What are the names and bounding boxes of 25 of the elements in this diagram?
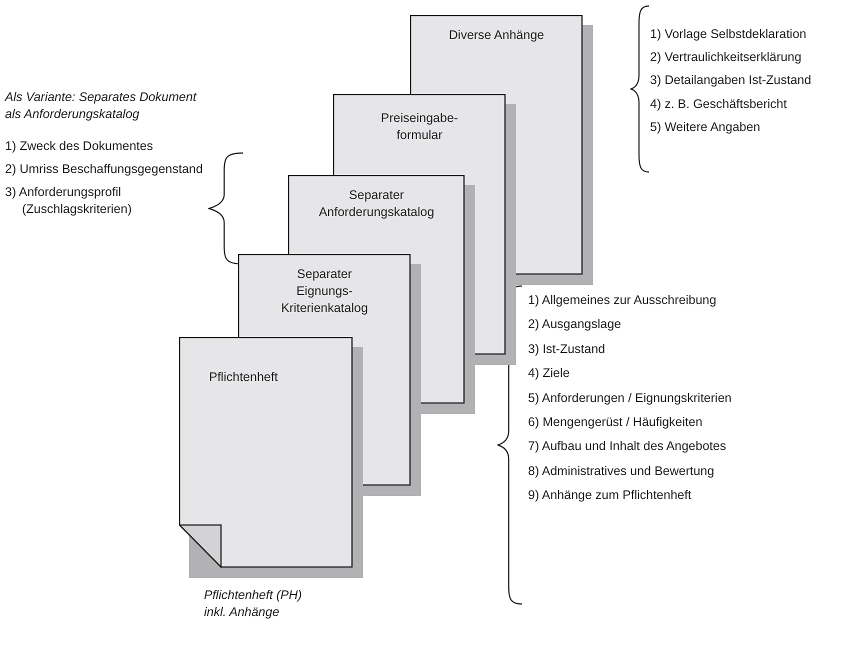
list-item: 8) Administratives und Bewertung [528, 462, 714, 480]
page-title: Separater Anforderungskatalog [318, 187, 436, 221]
list-item: 9) Anhänge zum Pflichtenheft [528, 487, 692, 504]
list-item: 2) Ausgangslage [528, 316, 622, 334]
page-title: Pflichtenheft [209, 369, 279, 386]
list-item: 4) Ziele [528, 365, 570, 382]
list-item: 4) z. B. Geschäftsbericht [650, 96, 787, 113]
caption: Pflichtenheft (PH) inkl. Anhänge [204, 587, 303, 621]
list-item: 3) Anforderungsprofil (Zuschlagskriterien) [5, 184, 133, 218]
list-item: 5) Weitere Angaben [650, 118, 760, 136]
list-item: 2) Vertraulichkeitserklärung [650, 49, 802, 66]
document-page [179, 337, 363, 578]
list-item: 1) Zweck des Dokumentes [5, 138, 153, 155]
list-item: 2) Umriss Beschaffungsgegenstand [5, 161, 203, 178]
list-item: 6) Mengengerüst / Häufigkeiten [528, 414, 702, 431]
page-title: Separater Eignungs-Kriterienkatalog [280, 266, 369, 317]
list-item: 5) Anforderungen / Eignungskriterien [528, 390, 732, 407]
page-title: Diverse Anhänge [448, 27, 546, 44]
note: Als Variante: Separates Dokument als Anforderungskatalog [5, 89, 198, 123]
page-title: Preiseingabe-formular [380, 110, 460, 144]
list-item: 3) Detailangaben Ist-Zustand [650, 72, 812, 90]
list-item: 1) Allgemeines zur Ausschreibung [528, 292, 716, 309]
list-item: 3) Ist-Zustand [528, 340, 606, 358]
list-item: 1) Vorlage Selbstdeklaration [650, 26, 806, 43]
list-item: 7) Aufbau und Inhalt des Angebotes [528, 438, 726, 456]
